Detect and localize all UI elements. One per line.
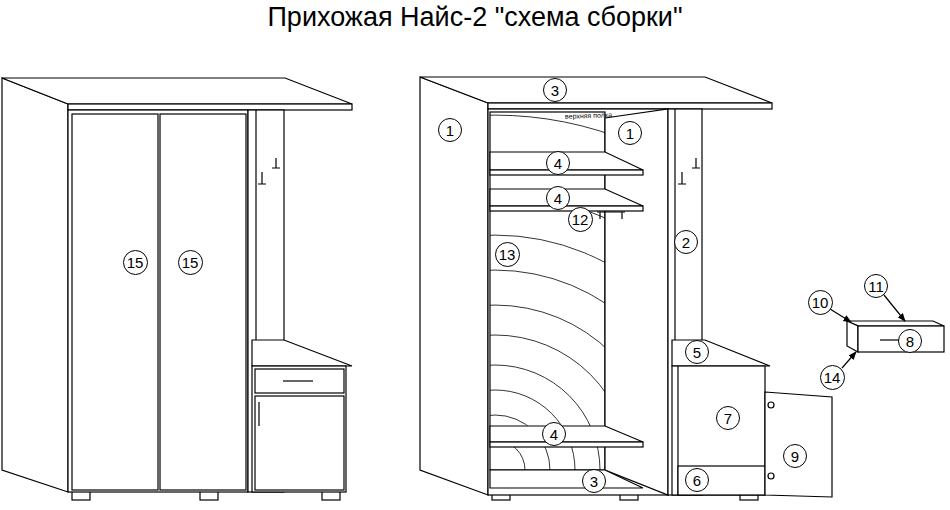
callout-number: 11 [868,279,884,294]
drawing-line [255,369,344,393]
callout-circle: 12 [568,207,593,232]
callout-circle: 4 [546,186,570,210]
callout-number: 2 [682,235,690,250]
drawing-line [490,155,605,470]
callout-number: 6 [693,473,701,488]
callout-number: 14 [824,370,841,385]
callout-number: 1 [446,123,454,138]
drawing-line [490,335,605,470]
drawing-line [490,206,643,211]
callout-number: 12 [572,212,589,227]
callout-number: 3 [590,474,598,489]
drawing-line [847,321,858,352]
drawing-line [692,158,700,168]
drawing-line [858,326,944,352]
drawing-line [490,235,605,470]
drawing-line [255,396,344,490]
callout-circle: 2 [674,230,698,254]
drawing-line [258,172,266,184]
callout-circle: 11 [864,274,888,298]
drawing-line [884,295,905,321]
exploded-view [140,77,944,500]
callout-circle: 1 [618,121,642,145]
callout-number: 13 [499,247,516,262]
drawing-line [488,103,772,109]
drawing-line [842,352,856,368]
drawing-line [490,470,643,488]
drawing-line [678,172,686,184]
assembled-view [2,78,352,500]
callout-number: 15 [127,255,144,270]
drawing-line [420,77,488,495]
callout-number: 3 [551,83,559,98]
callout-number: 5 [693,345,701,360]
drawing-line [490,305,605,470]
drawing-line [490,442,643,447]
drawing-line [488,109,668,495]
callout-circle: 13 [495,242,520,267]
drawing-line [252,366,346,492]
drawing-line [672,340,770,366]
drawing-line [765,392,832,497]
callout-circle: 4 [542,422,566,446]
drawing-line [68,104,352,110]
drawing-line [490,115,605,470]
callout-circle: 6 [685,468,709,492]
callout-circle: 9 [783,444,807,468]
drawing-line [847,321,944,326]
drawing-line [72,114,158,490]
drawing-line [597,212,625,219]
drawing-line [678,466,765,495]
drawing-line [490,195,605,470]
drawing-line [490,365,600,470]
drawing-line [768,473,774,479]
drawing-line [252,340,352,366]
callout-circle: 15 [178,250,203,275]
callout-number: 9 [791,449,799,464]
callout-number: 1 [626,126,634,141]
callout-circle: 3 [543,78,567,102]
callout-circle: 10 [808,290,833,315]
callout-circle: 14 [820,365,845,390]
drawing-line [68,110,248,492]
drawing-line [283,380,313,381]
drawing-line [160,114,246,490]
drawing-line [672,366,765,495]
drawing-line [490,426,643,442]
callout-number: 4 [554,191,562,206]
callout-number: 7 [724,411,732,426]
callout-circle: 1 [438,118,462,142]
callout-number: 15 [182,255,199,270]
callout-circle: 4 [546,151,570,175]
callout-number: 8 [906,334,914,349]
drawing-line [830,309,851,322]
drawing-line [490,115,605,470]
diagram-title: Прихожая Найс-2 "схема сборки" [0,2,950,33]
callout-number: 4 [550,427,558,442]
drawing-line [2,78,68,492]
callout-circle: 7 [716,406,740,430]
callout-number: 10 [812,295,829,310]
drawing-line [420,77,772,103]
drawing-line [2,78,352,104]
drawing-line [768,402,774,408]
callout-circle: 5 [685,340,709,364]
callout-circle: 8 [898,329,922,353]
drawing-line [490,270,605,470]
callout-circle: 3 [582,469,606,493]
drawing-line [272,158,280,168]
callout-circle: 15 [123,250,148,275]
drawing-line [258,402,259,426]
callout-number: 4 [554,156,562,171]
